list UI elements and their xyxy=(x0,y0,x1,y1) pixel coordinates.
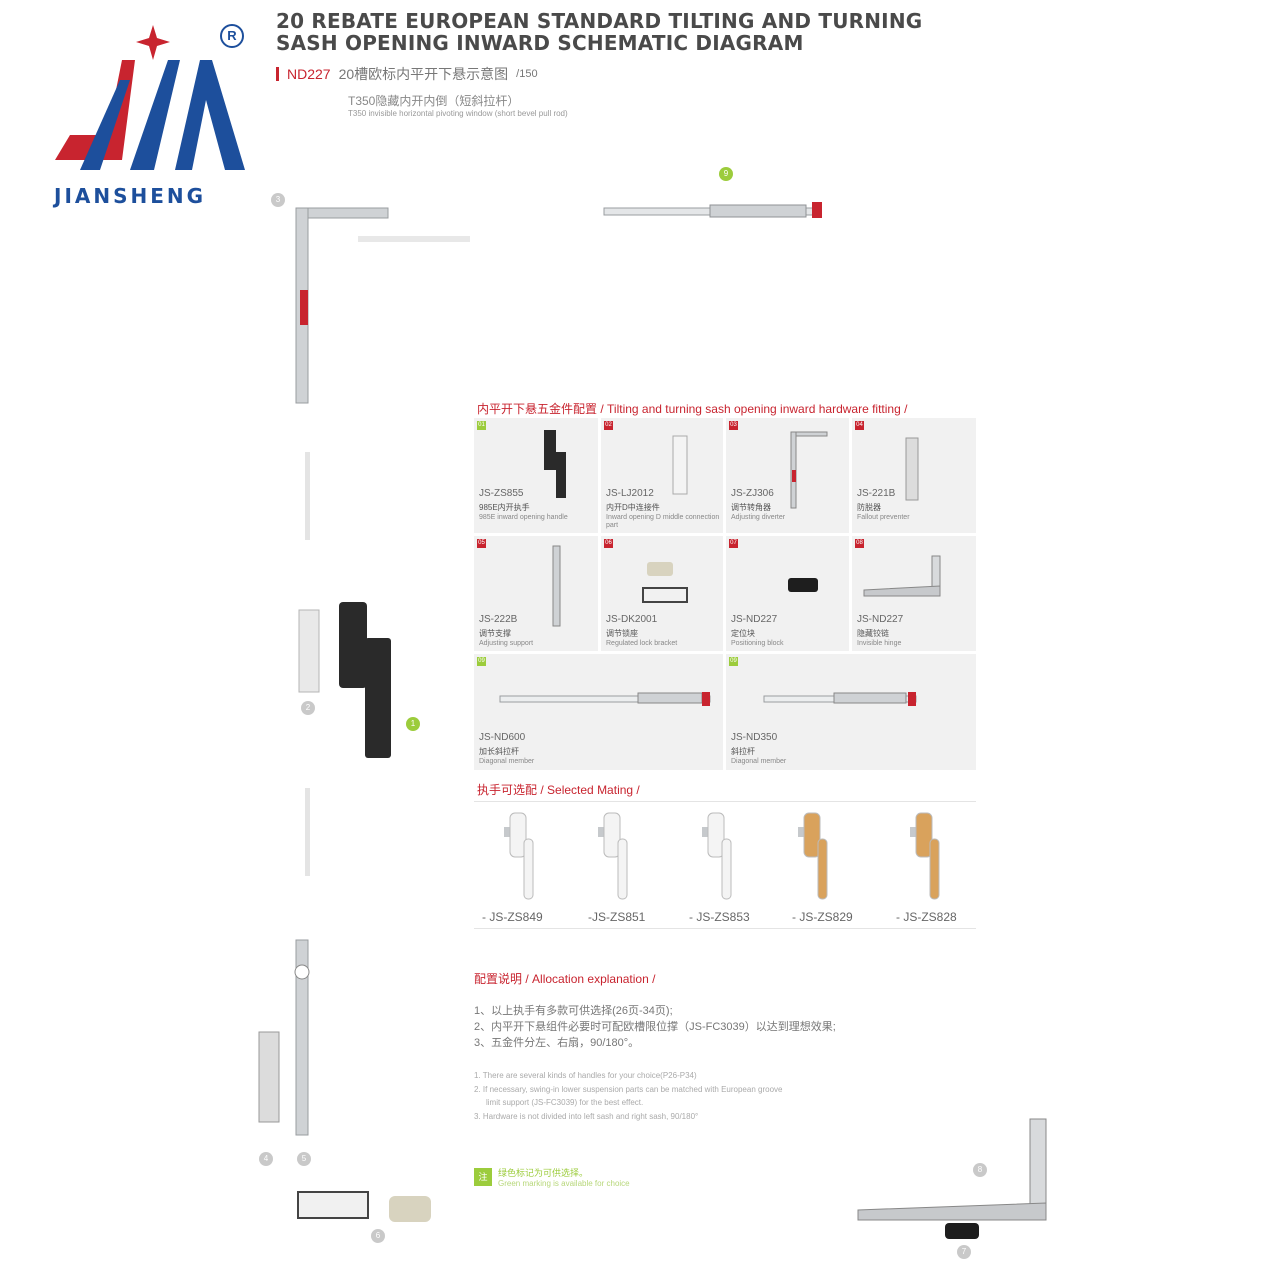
fitting-section-title: 内平开下悬五金件配置 / Tilting and turning sash op… xyxy=(477,402,908,416)
handle-icon xyxy=(544,430,566,498)
hinge-icon xyxy=(857,1118,1047,1239)
invisible-hinge-icon xyxy=(863,555,941,597)
schematic-diagram xyxy=(250,160,548,1270)
diagram-number-4: 4 xyxy=(259,1152,273,1166)
allocation-section-title: 配置说明 / Allocation explanation / xyxy=(474,972,656,986)
subtitle-en: T350 invisible horizontal pivoting windo… xyxy=(348,109,568,118)
diagram-number-6: 6 xyxy=(371,1229,385,1243)
positioning-block-icon xyxy=(788,578,818,592)
logo-mark xyxy=(55,25,245,170)
diagram-number-5: 5 xyxy=(297,1152,311,1166)
mating-section-title: 执手可选配 / Selected Mating / xyxy=(477,783,640,797)
title-line-1: 20 REBATE EUROPEAN STANDARD TILTING AND … xyxy=(276,9,923,33)
fitting-item: 05 JS-222B 调节支撑 Adjusting support xyxy=(474,536,598,651)
diagonal-member-drawing xyxy=(600,196,826,226)
allocation-en-2: 2. If necessary, swing-in lower suspensi… xyxy=(474,1085,783,1094)
accent-bar xyxy=(276,67,279,81)
diagonal-member-icon xyxy=(603,202,822,218)
mating-handles: - JS-ZS849 -JS-ZS851 - JS-ZS853 - JS-ZS8… xyxy=(474,805,976,927)
title-line-2: SASH OPENING INWARD SCHEMATIC DIAGRAM xyxy=(276,31,804,55)
product-code-suffix: /150 xyxy=(516,68,538,80)
long-diagonal-member-icon xyxy=(499,692,711,706)
product-code-desc: 20槽欧标内平开下悬示意图 xyxy=(338,66,509,82)
hinge-drawing xyxy=(850,1115,1060,1245)
registered-mark: R xyxy=(220,24,244,48)
schematic-drawing xyxy=(258,207,548,1222)
lock-bracket-icon xyxy=(642,562,688,603)
handle-5-icon xyxy=(910,812,940,900)
fitting-item: 04 JS-221B 防脱器 Fallout preventer xyxy=(852,418,976,533)
handle-3-icon xyxy=(702,812,732,900)
allocation-en-4: 3. Hardware is not divided into left sas… xyxy=(474,1112,699,1121)
diagram-number-3: 3 xyxy=(271,193,285,207)
fallout-preventer-icon xyxy=(905,437,919,501)
subtitle-cn: T350隐藏内开内倒（短斜拉杆） xyxy=(348,94,520,108)
handle-name: -JS-ZS851 xyxy=(588,910,646,924)
fitting-item: 06 JS-DK2001 调节锁座 Regulated lock bracket xyxy=(601,536,723,651)
adjusting-support-icon xyxy=(552,545,561,627)
handle-name: - JS-ZS849 xyxy=(482,910,543,924)
green-note: 注 绿色标记为可供选择。 Green marking is available … xyxy=(474,1166,630,1188)
fitting-item: 08 JS-ND227 隐藏铰链 Invisible hinge xyxy=(852,536,976,651)
diagram-number-2: 2 xyxy=(301,701,315,715)
note-cn: 绿色标记为可供选择。 xyxy=(498,1168,589,1178)
fitting-item: 02 JS-LJ2012 内开D中连接件 Inward opening D mi… xyxy=(601,418,723,533)
product-code: ND227 xyxy=(287,66,331,82)
fitting-item: 07 JS-ND227 定位块 Positioning block xyxy=(726,536,849,651)
mating-divider-top xyxy=(474,801,976,802)
diagram-number-7: 7 xyxy=(957,1245,971,1259)
allocation-en-1: 1. There are several kinds of handles fo… xyxy=(474,1071,697,1080)
fitting-item: 09 JS-ND350 斜拉杆 Diagonal member xyxy=(726,654,976,770)
short-diagonal-member-icon xyxy=(763,692,917,706)
handle-name: - JS-ZS828 xyxy=(896,910,957,924)
connection-part-icon xyxy=(672,435,688,495)
handle-2-icon xyxy=(598,812,628,900)
allocation-en-3: limit support (JS-FC3039) for the best e… xyxy=(486,1098,644,1107)
allocation-cn-3: 3、五金件分左、右扇，90/180°。 xyxy=(474,1037,640,1049)
diagram-number-8: 8 xyxy=(973,1163,987,1177)
fitting-item: 09 JS-ND600 加长斜拉杆 Diagonal member xyxy=(474,654,723,770)
fitting-item: 01 JS-ZS855 985E内开执手 985E inward opening… xyxy=(474,418,598,533)
allocation-cn-2: 2、内平开下悬组件必要时可配欧槽限位撑（JS-FC3039）以达到理想效果; xyxy=(474,1021,836,1033)
fitting-item: 03 JS-ZJ306 调节转角器 Adjusting diverter xyxy=(726,418,849,533)
handle-4-icon xyxy=(798,812,828,900)
handle-name: - JS-ZS829 xyxy=(792,910,853,924)
brand-logo xyxy=(50,20,250,210)
product-code-row: ND227 20槽欧标内平开下悬示意图 /150 xyxy=(276,64,538,84)
brand-name: JIANSHENG xyxy=(54,184,207,208)
handle-name: - JS-ZS853 xyxy=(689,910,750,924)
diverter-icon xyxy=(790,431,828,509)
note-en: Green marking is available for choice xyxy=(498,1179,630,1188)
page-title: 20 REBATE EUROPEAN STANDARD TILTING AND … xyxy=(276,10,922,54)
diagram-number-9: 9 xyxy=(719,167,733,181)
mating-divider-bottom xyxy=(474,928,976,929)
mating-handles-drawing xyxy=(504,812,940,900)
handle-1-icon xyxy=(504,812,534,900)
note-mark: 注 xyxy=(474,1168,492,1186)
diagram-number-1: 1 xyxy=(406,717,420,731)
allocation-cn-1: 1、以上执手有多款可供选择(26页-34页); xyxy=(474,1005,673,1017)
fitting-grid: 01 JS-ZS855 985E内开执手 985E inward opening… xyxy=(474,418,976,770)
